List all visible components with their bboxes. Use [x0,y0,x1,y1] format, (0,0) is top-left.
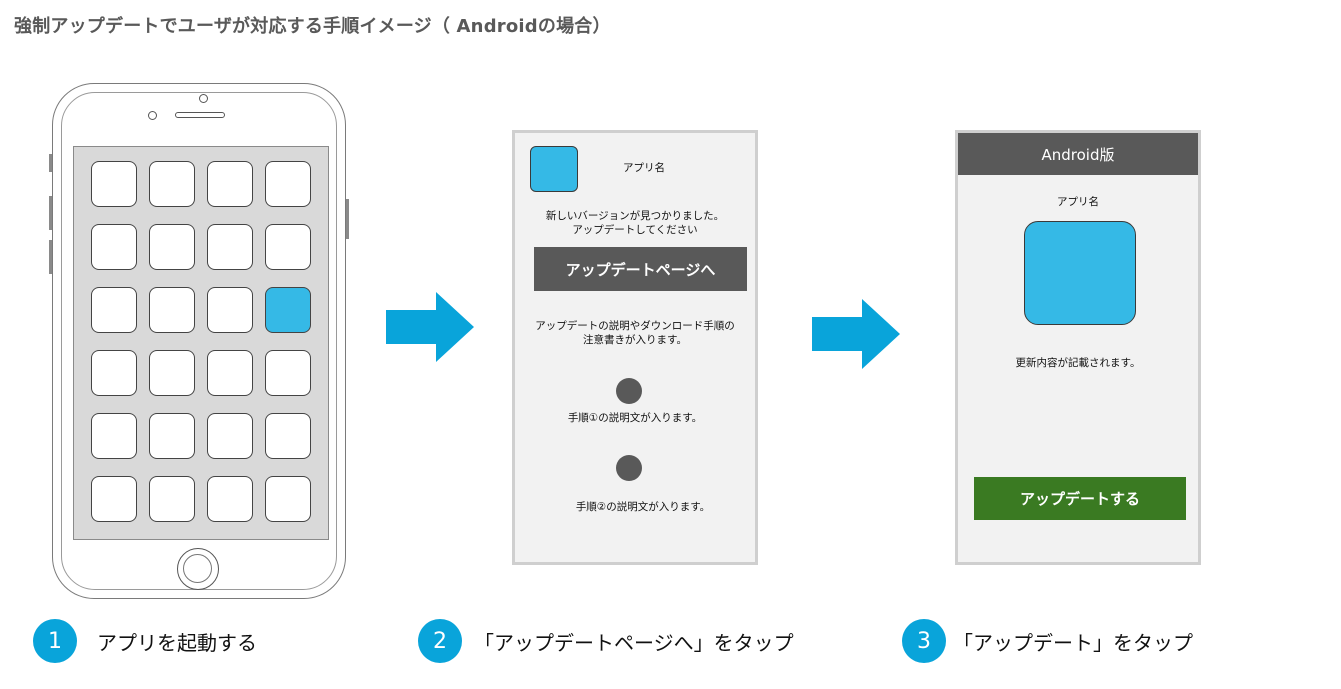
step-label-2: 「アップデートページへ」をタップ [474,631,794,655]
phone-sensor-icon [148,111,157,120]
app-icon[interactable] [207,224,253,270]
step1-description: 手順①の説明文が入ります。 [567,412,703,424]
app-icon[interactable] [265,476,311,522]
phone-home-button[interactable] [177,548,219,590]
update-description-line1: アップデートの説明やダウンロード手順の [535,320,735,332]
update-notice-screen: アプリ名 新しいバージョンが見つかりました。 アップデートしてください アップデ… [512,130,758,565]
app-icon[interactable] [207,476,253,522]
update-note: 更新内容が記載されます。 [1015,357,1141,369]
phone-speaker [175,112,225,118]
step-number-2: 2 [418,619,462,663]
app-icon[interactable] [91,413,137,459]
target-app-icon[interactable] [265,287,311,333]
app-icon[interactable] [91,224,137,270]
page-title: 強制アップデートでユーザが対応する手順イメージ（ Androidの場合） [14,16,611,37]
app-icon[interactable] [265,350,311,396]
app-icon[interactable] [149,161,195,207]
step1-dot-icon [616,378,642,404]
app-icon[interactable] [207,161,253,207]
app-icon[interactable] [91,350,137,396]
update-page-button[interactable]: アップデートページへ [534,247,747,291]
app-icon[interactable] [149,350,195,396]
update-button[interactable]: アップデートする [974,477,1186,520]
phone-screen [73,146,329,540]
update-message-line2: アップデートしてください [572,224,698,236]
app-icon [530,146,578,192]
app-icon[interactable] [149,413,195,459]
store-header: Android版 [958,133,1198,175]
step2-description: 手順②の説明文が入ります。 [575,501,711,513]
app-icon[interactable] [207,413,253,459]
app-icon[interactable] [265,161,311,207]
step2-dot-icon [616,455,642,481]
app-icon[interactable] [207,350,253,396]
step-label-3: 「アップデート」をタップ [953,631,1193,655]
right-arrow-icon [812,299,900,369]
app-icon[interactable] [265,224,311,270]
phone-volume-down [49,240,52,274]
phone-side-button [49,154,52,172]
phone-camera-icon [199,94,208,103]
app-icon[interactable] [91,476,137,522]
app-icon[interactable] [265,413,311,459]
update-description-line2: 注意書きが入ります。 [583,334,687,346]
app-icon[interactable] [207,287,253,333]
app-icon[interactable] [149,224,195,270]
app-name: アプリ名 [1057,196,1099,208]
step-number-3: 3 [902,619,946,663]
app-icon[interactable] [91,287,137,333]
app-grid [91,161,311,522]
app-icon[interactable] [149,476,195,522]
step-number-1: 1 [33,619,77,663]
app-icon[interactable] [91,161,137,207]
step-label-1: アプリを起動する [97,631,257,655]
store-screen: Android版 アプリ名 更新内容が記載されます。 アップデートする [955,130,1201,565]
update-message-line1: 新しいバージョンが見つかりました。 [545,210,725,222]
phone-mockup [49,83,349,599]
phone-power-button [346,199,349,239]
right-arrow-icon [386,292,474,362]
app-icon[interactable] [149,287,195,333]
app-name: アプリ名 [623,162,665,174]
app-icon [1024,221,1136,325]
phone-volume-up [49,196,52,230]
